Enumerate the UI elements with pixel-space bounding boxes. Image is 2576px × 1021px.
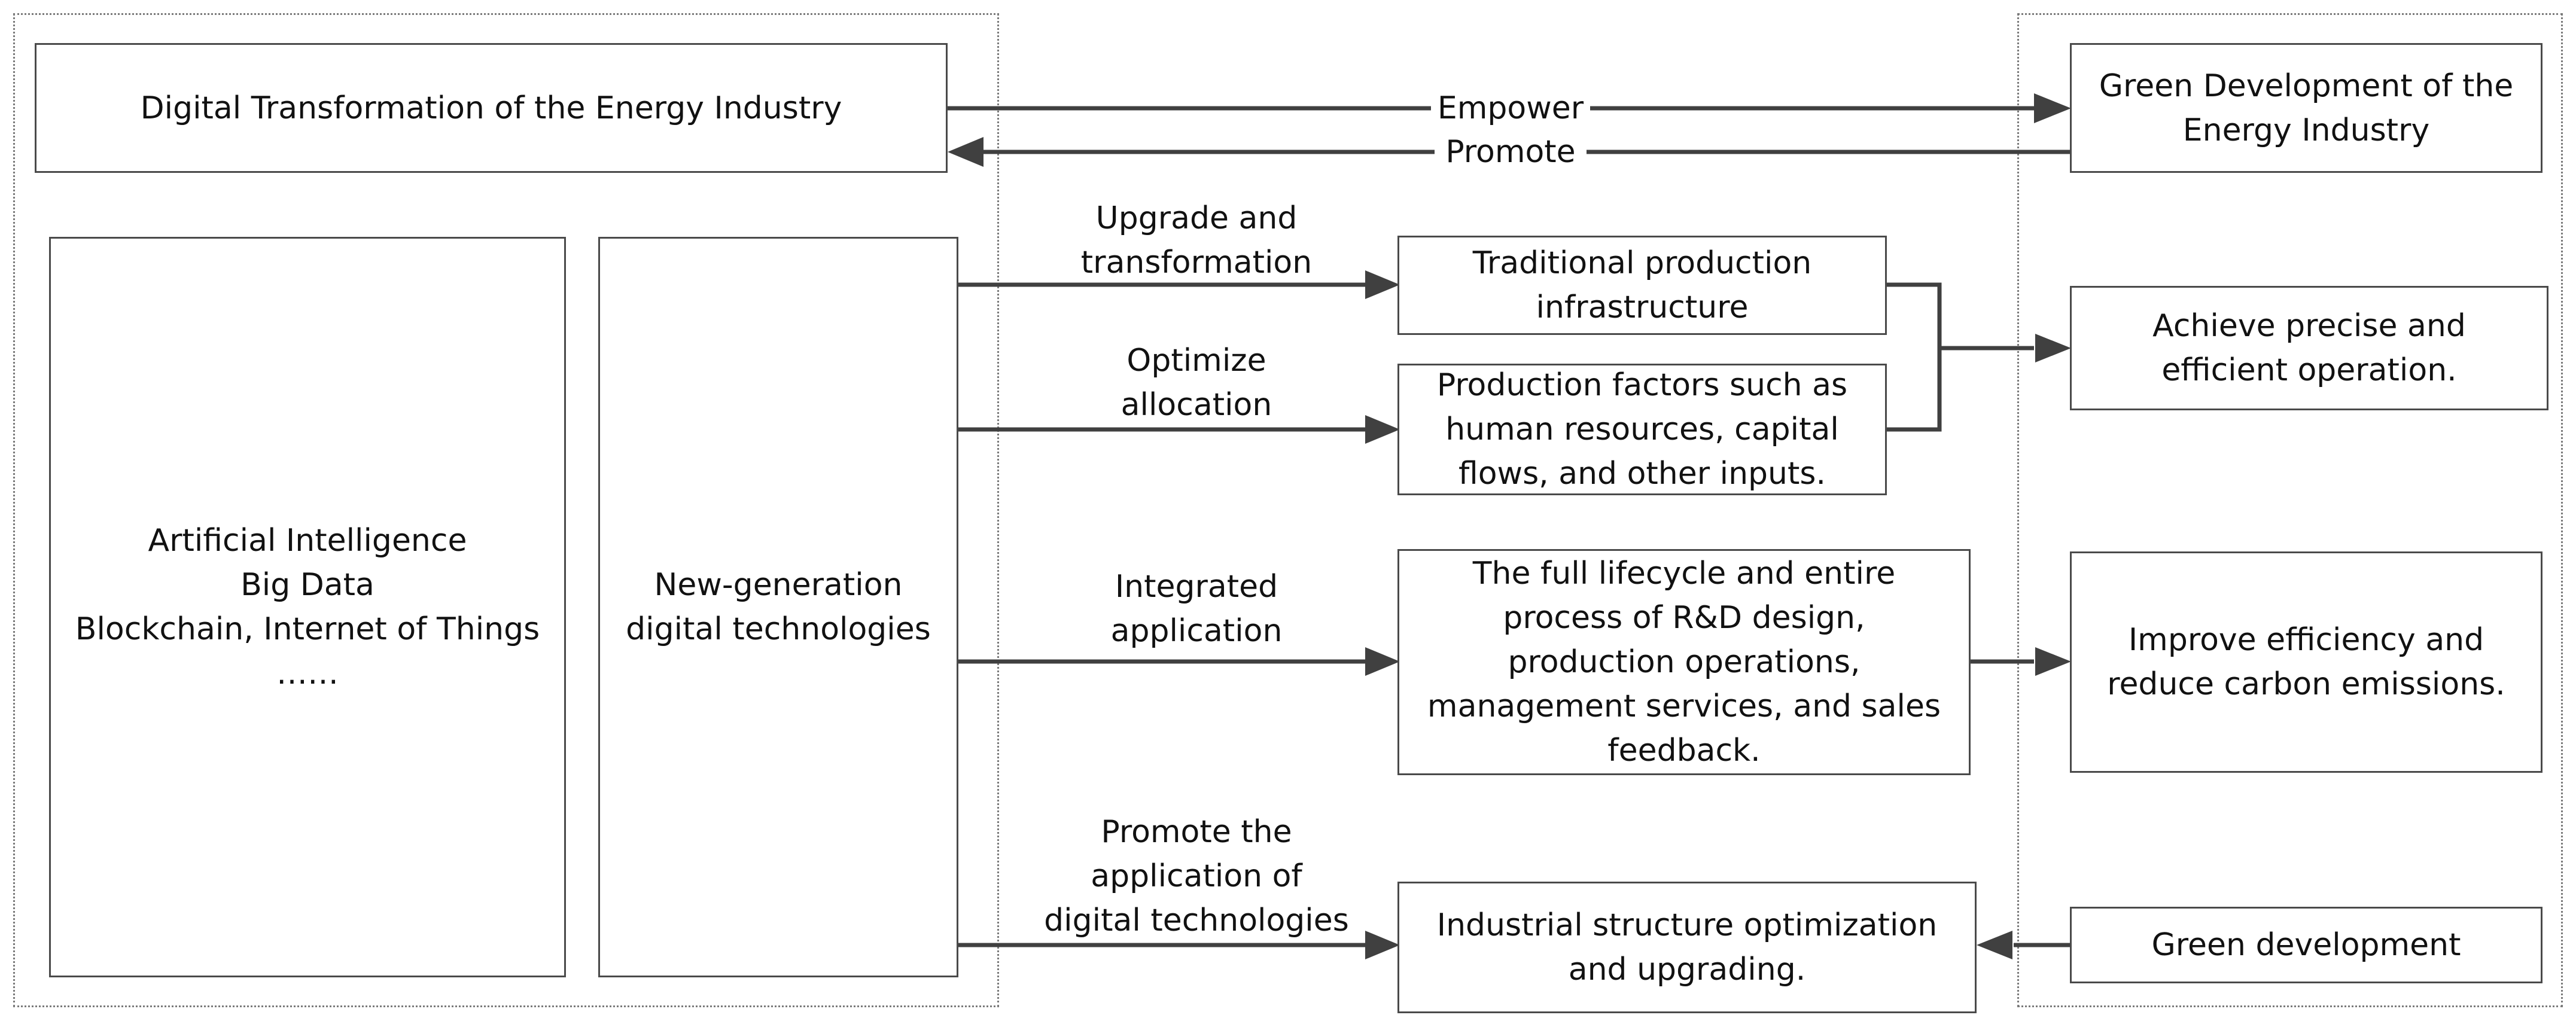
precise-operation-box: Achieve precise and efficient operation. [2070, 286, 2548, 410]
upgrade-arrowhead [1365, 270, 1400, 299]
technologies-list-text: Artificial Intelligence Big Data Blockch… [75, 523, 540, 691]
traditional-infrastructure-text: Traditional production infrastructure [1472, 245, 1812, 325]
lifecycle-text: The full lifecycle and entire process of… [1427, 556, 1941, 769]
production-factors-text: Production factors such as human resourc… [1436, 367, 1848, 492]
green-development-box: Green development [2070, 907, 2542, 983]
digital-transformation-box: Digital Transformation of the Energy Ind… [35, 43, 948, 173]
upgrade-label: Upgrade and transformation [1080, 200, 1313, 281]
integrated-arrowhead [1365, 647, 1400, 676]
green-development-text: Green development [2151, 927, 2461, 963]
optimize-label: Optimize allocation [1120, 343, 1272, 423]
traditional-infrastructure-box: Traditional production infrastructure [1397, 236, 1887, 335]
precise-arrowhead [2035, 334, 2071, 362]
industrial-structure-text: Industrial structure optimization and up… [1436, 907, 1938, 988]
bracket-connector [1887, 282, 1942, 432]
industrial-structure-box: Industrial structure optimization and up… [1397, 882, 1977, 1013]
integrated-label: Integrated application [1110, 569, 1283, 649]
green-to-structure-arrowhead [1977, 931, 2012, 959]
promote-application-label: Promote the application of digital techn… [1044, 814, 1349, 938]
new-generation-box: New-generation digital technologies [598, 237, 958, 977]
promote-application-arrowhead [1365, 931, 1400, 959]
promote-label: Promote [1435, 130, 1587, 174]
efficiency-arrowhead [2035, 647, 2071, 676]
production-factors-box: Production factors such as human resourc… [1397, 364, 1887, 495]
optimize-arrowhead [1365, 415, 1400, 444]
improve-efficiency-box: Improve efficiency and reduce carbon emi… [2070, 551, 2542, 773]
left-group-frame [13, 13, 999, 1007]
green-development-industry-box: Green Development of the Energy Industry [2070, 43, 2542, 173]
promote-arrowhead [948, 137, 983, 167]
green-development-industry-text: Green Development of the Energy Industry [2099, 68, 2514, 148]
improve-efficiency-text: Improve efficiency and reduce carbon emi… [2107, 622, 2505, 702]
lifecycle-box: The full lifecycle and entire process of… [1397, 549, 1971, 775]
technologies-list-box: Artificial Intelligence Big Data Blockch… [49, 237, 566, 977]
empower-arrowhead [2034, 93, 2071, 123]
digital-transformation-text: Digital Transformation of the Energy Ind… [140, 90, 842, 126]
empower-label: Empower [1431, 86, 1590, 130]
precise-operation-text: Achieve precise and efficient operation. [2152, 308, 2466, 388]
right-group-frame [2017, 13, 2563, 1007]
new-generation-text: New-generation digital technologies [626, 567, 931, 647]
